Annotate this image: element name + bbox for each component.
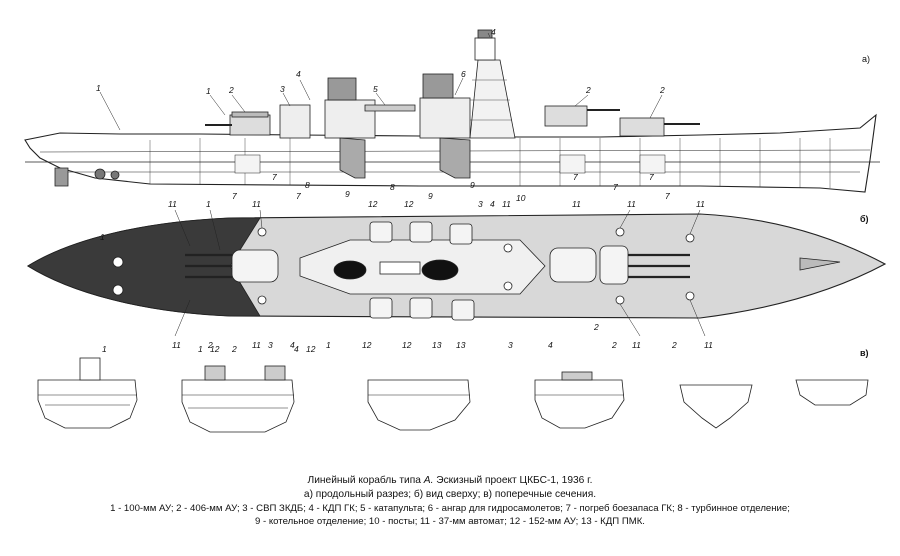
svg-text:12: 12 [402,340,412,350]
panel-b-label: б) [860,214,869,224]
svg-text:12: 12 [362,340,372,350]
caption-prefix: Линейный корабль типа [307,475,421,486]
battleship-drawing: а) 1 1 2 3 4 5 4 6 2 2 7 7 7 8 9 8 9 9 1… [24,27,887,433]
svg-text:11: 11 [572,199,581,209]
svg-text:9: 9 [428,191,433,201]
svg-text:1: 1 [96,83,101,93]
svg-text:12: 12 [368,199,378,209]
svg-text:4: 4 [290,340,295,350]
svg-text:11: 11 [168,199,177,209]
svg-text:1: 1 [206,199,211,209]
caption-legend-line-1: 1 - 100-мм АУ; 2 - 406-мм АУ; 3 - СВП ЗК… [110,503,790,514]
svg-text:7: 7 [272,172,277,182]
caption-subtitle: а) продольный разрез; б) вид сверху; в) … [303,489,597,500]
svg-text:3: 3 [268,340,273,350]
panel-a-label: а) [862,54,870,64]
svg-text:8: 8 [305,180,310,190]
svg-text:8: 8 [390,182,395,192]
svg-text:4: 4 [490,199,495,209]
svg-text:11: 11 [627,199,636,209]
svg-text:4: 4 [548,340,553,350]
svg-text:2: 2 [671,340,677,350]
svg-text:11: 11 [252,340,261,350]
svg-text:9: 9 [345,189,350,199]
svg-text:9: 9 [470,180,475,190]
svg-text:13: 13 [456,340,466,350]
svg-text:1: 1 [326,340,331,350]
svg-text:7: 7 [613,182,618,192]
plan-callout-numbers: 11 1 11 12 12 3 4 11 11 11 1 11 11 2 11 … [100,199,713,350]
svg-text:3: 3 [280,84,285,94]
caption-suffix: Эскизный проект ЦКБС-1, 1936 г. [436,475,593,486]
profile-callout-numbers: 1 1 2 3 4 5 4 6 2 2 7 7 7 8 9 8 9 9 10 7… [96,27,670,203]
svg-text:11: 11 [704,340,713,350]
svg-text:10: 10 [516,193,526,203]
svg-text:2: 2 [207,340,213,350]
svg-text:11: 11 [172,340,181,350]
svg-text:13: 13 [432,340,442,350]
caption-type: А. [423,475,434,486]
section-callout-numbers: 1 1 12 2 4 12 [102,344,316,354]
svg-text:7: 7 [665,191,670,201]
longitudinal-section: а) 1 1 2 3 4 5 4 6 2 2 7 7 7 8 9 8 9 9 1… [24,27,880,203]
panel-c-label: в) [860,348,869,358]
svg-text:4: 4 [294,344,299,354]
svg-text:11: 11 [632,340,641,350]
svg-text:2: 2 [593,322,599,332]
svg-text:11: 11 [502,199,511,209]
svg-text:5: 5 [373,84,378,94]
svg-text:1: 1 [206,86,211,96]
svg-text:12: 12 [306,344,316,354]
svg-text:11: 11 [696,199,705,209]
svg-text:1: 1 [100,232,105,242]
svg-text:1: 1 [102,344,107,354]
plan-view: б) 11 1 11 12 12 3 4 11 11 11 1 11 11 2 … [26,199,887,350]
svg-text:7: 7 [232,191,237,201]
svg-text:4: 4 [296,69,301,79]
svg-text:7: 7 [649,172,654,182]
cross-sections: в) 1 1 12 2 4 12 [37,344,869,433]
svg-text:2: 2 [585,85,591,95]
svg-text:2: 2 [228,85,234,95]
svg-text:7: 7 [573,172,578,182]
caption-title: Линейный корабль типа А. Эскизный проект… [0,475,900,488]
svg-text:4: 4 [491,27,496,37]
svg-text:6: 6 [461,69,466,79]
funnel-aft [421,259,459,281]
caption-legend-line-2: 9 - котельное отделение; 10 - посты; 11 … [255,516,645,527]
svg-text:7: 7 [296,191,301,201]
svg-text:3: 3 [508,340,513,350]
svg-text:12: 12 [210,344,220,354]
svg-text:3: 3 [478,199,483,209]
svg-text:1: 1 [198,344,203,354]
svg-text:12: 12 [404,199,414,209]
svg-text:2: 2 [231,344,237,354]
svg-text:2: 2 [659,85,665,95]
funnel-fore [333,260,367,280]
svg-text:2: 2 [611,340,617,350]
svg-text:11: 11 [252,199,261,209]
